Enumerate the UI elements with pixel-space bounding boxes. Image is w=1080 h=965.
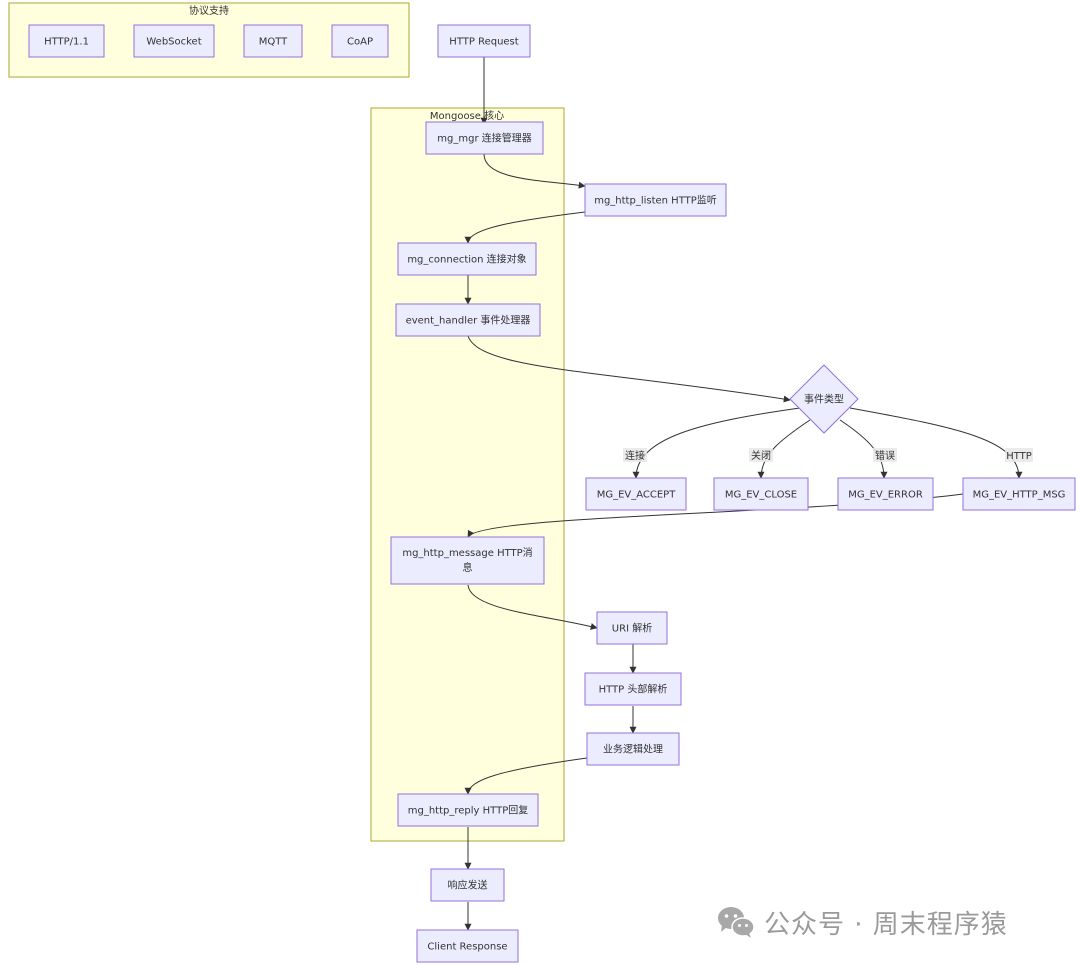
svg-text:WebSocket: WebSocket (146, 37, 201, 48)
node-event-handler: event_handler 事件处理器 (395, 303, 541, 337)
svg-text:mg_connection 连接对象: mg_connection 连接对象 (407, 253, 526, 266)
node-http11: HTTP/1.1 (28, 24, 105, 58)
svg-text:HTTP/1.1: HTTP/1.1 (44, 37, 89, 48)
node-ev-error: MG_EV_ERROR (837, 477, 934, 511)
node-header-parse: HTTP 头部解析 (584, 672, 682, 706)
watermark: 公众号 · 周末程序猿 (716, 902, 1008, 942)
node-http-request: HTTP Request (437, 24, 531, 58)
node-mg-mgr: mg_mgr 连接管理器 (425, 121, 544, 155)
svg-text:错误: 错误 (875, 449, 895, 462)
edge-business-to-reply (464, 757, 588, 795)
edge-message-to-uri (467, 584, 598, 630)
edge-listen-to-connection (464, 211, 586, 244)
cluster-core-title: Mongoose 核心 (430, 109, 504, 122)
edge-label-http: HTTP (1005, 448, 1033, 462)
svg-text:URI 解析: URI 解析 (612, 622, 652, 635)
svg-text:MG_EV_ACCEPT: MG_EV_ACCEPT (597, 490, 677, 501)
edge-label-error: 错误 (873, 448, 897, 462)
svg-text:事件类型: 事件类型 (804, 393, 844, 406)
edge-eventtype-to-error (839, 419, 888, 479)
svg-text:MG_EV_CLOSE: MG_EV_CLOSE (725, 490, 797, 501)
svg-text:HTTP: HTTP (1006, 451, 1032, 462)
edge-mgr-to-listen (483, 153, 586, 189)
node-mg-http-listen: mg_http_listen HTTP监听 (584, 183, 727, 217)
node-mg-http-message: mg_http_message HTTP消 息 (390, 536, 545, 585)
node-ev-http-msg: MG_EV_HTTP_MSG (962, 477, 1076, 511)
node-mg-http-reply: mg_http_reply HTTP回复 (397, 793, 539, 827)
svg-text:响应发送: 响应发送 (448, 879, 488, 892)
svg-text:MG_EV_ERROR: MG_EV_ERROR (848, 490, 923, 501)
svg-text:Client Response: Client Response (427, 942, 507, 953)
svg-text:HTTP Request: HTTP Request (449, 37, 518, 48)
edge-label-close: 关闭 (749, 448, 773, 462)
edges (464, 57, 1023, 931)
cluster-core: Mongoose 核心 (370, 107, 565, 842)
edge-eventtype-to-accept (632, 407, 801, 479)
node-websocket: WebSocket (133, 24, 215, 58)
svg-text:关闭: 关闭 (751, 449, 771, 462)
svg-text:mg_http_message HTTP消: mg_http_message HTTP消 (402, 546, 532, 559)
node-send: 响应发送 (430, 868, 505, 902)
svg-text:MG_EV_HTTP_MSG: MG_EV_HTTP_MSG (973, 490, 1066, 501)
svg-text:event_handler 事件处理器: event_handler 事件处理器 (406, 314, 531, 327)
wechat-icon (718, 907, 755, 938)
node-mqtt: MQTT (243, 24, 303, 58)
svg-text:mg_mgr 连接管理器: mg_mgr 连接管理器 (437, 132, 531, 145)
node-ev-close: MG_EV_CLOSE (713, 477, 809, 511)
svg-text:MQTT: MQTT (259, 37, 288, 48)
svg-text:业务逻辑处理: 业务逻辑处理 (603, 743, 663, 756)
svg-text:连接: 连接 (625, 449, 645, 462)
svg-text:mg_http_listen HTTP监听: mg_http_listen HTTP监听 (594, 194, 717, 207)
node-coap: CoAP (331, 24, 389, 58)
svg-text:CoAP: CoAP (347, 37, 373, 48)
edge-labels: 连接 关闭 错误 HTTP (623, 448, 1033, 462)
node-client-response: Client Response (416, 929, 519, 963)
edge-label-accept: 连接 (623, 448, 647, 462)
cluster-protocols-title: 协议支持 (189, 4, 229, 17)
edge-eventtype-to-close (757, 419, 811, 479)
svg-text:mg_http_reply HTTP回复: mg_http_reply HTTP回复 (408, 804, 528, 817)
edge-handler-to-eventtype (467, 335, 791, 403)
edge-eventtype-to-httpmsg (849, 407, 1023, 479)
node-event-type: 事件类型 (789, 364, 859, 434)
node-business: 业务逻辑处理 (586, 732, 680, 766)
node-uri-parse: URI 解析 (596, 611, 668, 645)
node-mg-connection: mg_connection 连接对象 (397, 242, 537, 276)
svg-text:息: 息 (463, 561, 473, 574)
svg-text:HTTP 头部解析: HTTP 头部解析 (599, 683, 668, 696)
watermark-text: 公众号 · 周末程序猿 (764, 909, 1008, 940)
node-ev-accept: MG_EV_ACCEPT (585, 477, 687, 511)
